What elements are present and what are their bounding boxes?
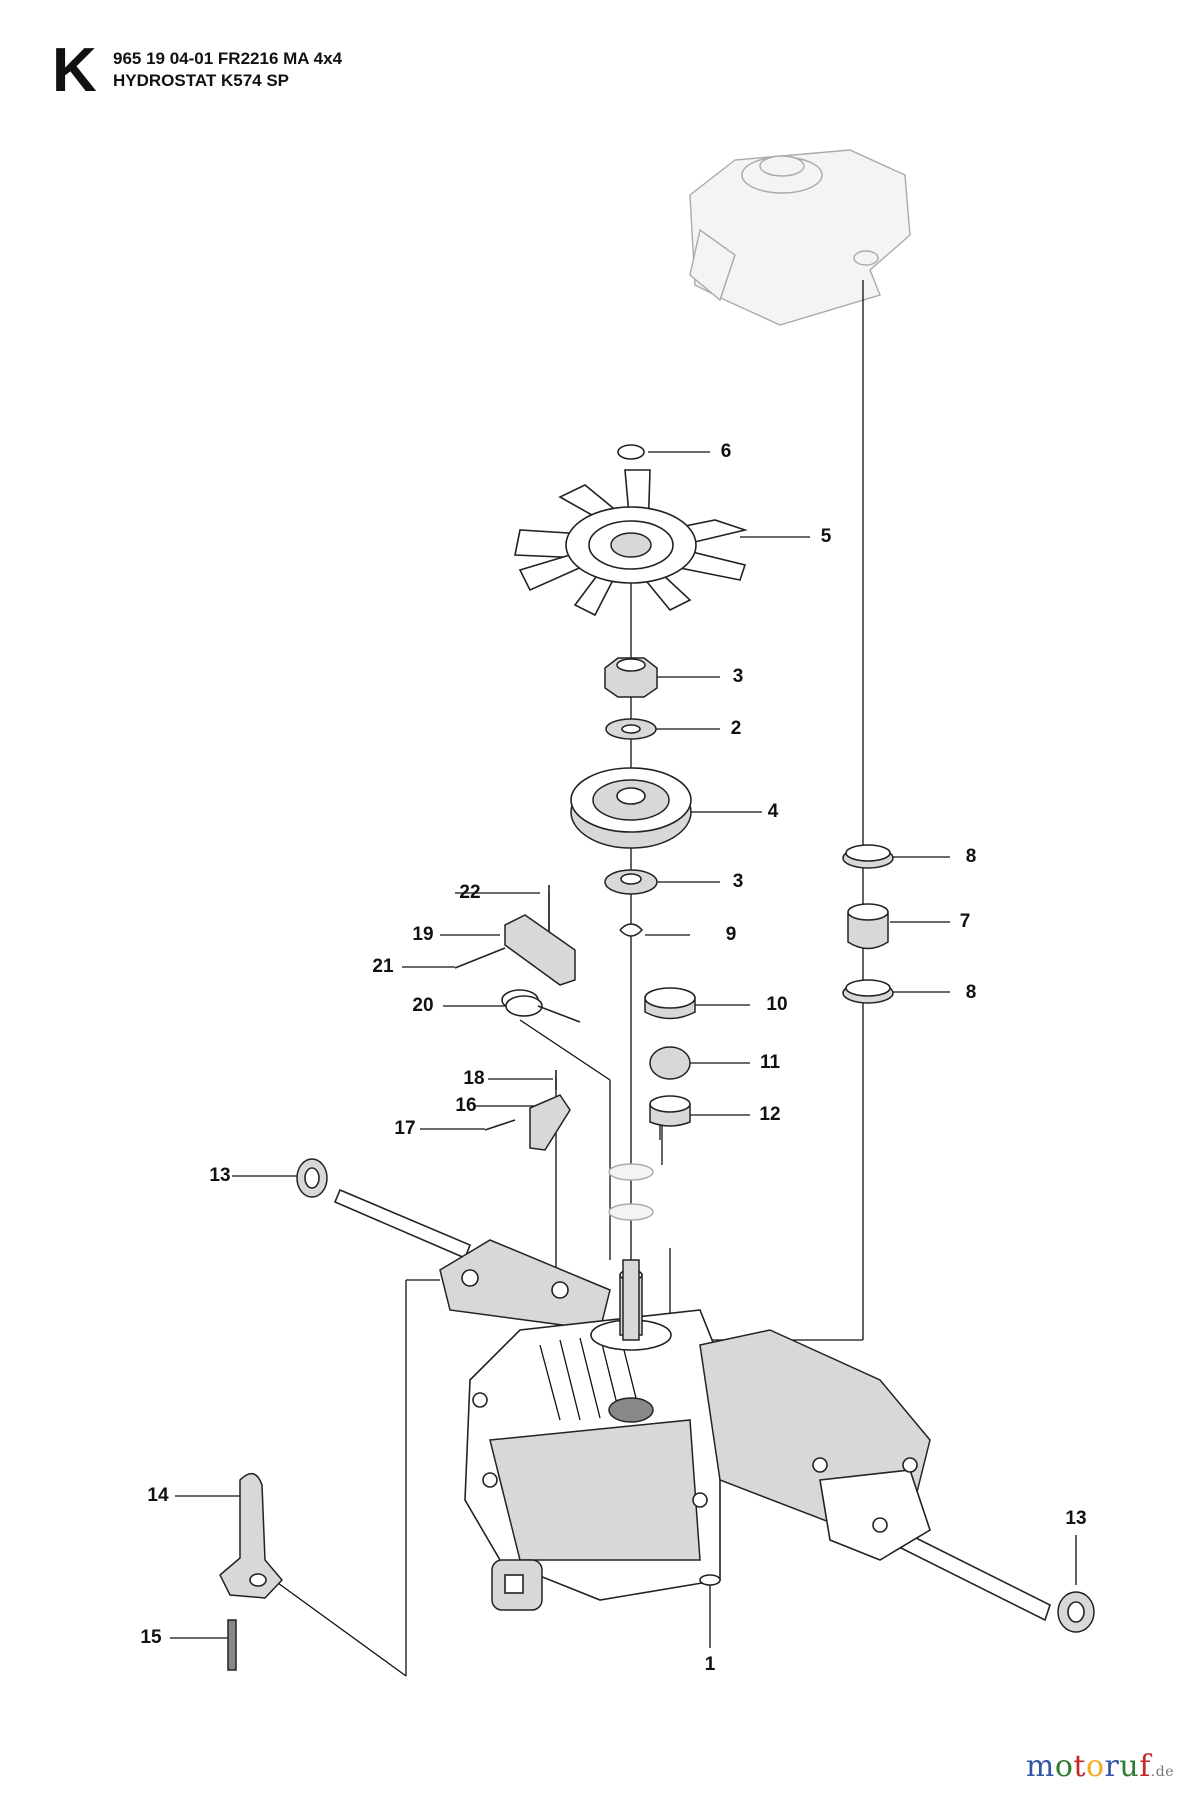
watermark-letter: m	[1025, 1749, 1055, 1784]
cooling-fan-part-5	[514, 469, 748, 617]
callout-5: 5	[820, 526, 832, 547]
bushing-part-8-upper	[842, 844, 894, 869]
callout-13-right: 13	[1065, 1508, 1087, 1529]
engine-housing-ghost	[689, 149, 911, 326]
transaxle-part-1	[333, 1163, 1095, 1633]
shift-lever-part-14	[219, 1472, 284, 1599]
callout-3-upper: 3	[732, 666, 744, 687]
circlip-part-6	[617, 444, 645, 460]
callout-3-lower: 3	[732, 871, 744, 892]
oil-seal-part-13-left	[296, 1158, 328, 1198]
e-clip-part-9	[619, 923, 644, 937]
callout-4: 4	[767, 801, 779, 822]
control-arm-part-19	[504, 914, 576, 986]
callout-18: 18	[463, 1068, 485, 1089]
callout-21: 21	[372, 956, 394, 977]
callout-12: 12	[759, 1104, 781, 1125]
callout-16: 16	[455, 1095, 477, 1116]
watermark-letter: t	[1073, 1749, 1086, 1784]
callout-9: 9	[725, 924, 737, 945]
callout-10: 10	[766, 994, 788, 1015]
watermark-letter: o	[1085, 1749, 1105, 1784]
callout-2: 2	[730, 718, 742, 739]
watermark-letter: u	[1119, 1749, 1140, 1784]
watermark-logo: motoruf.de	[1026, 1749, 1174, 1784]
watermark-letter: f	[1139, 1749, 1151, 1784]
callout-8-lower: 8	[965, 982, 977, 1003]
callout-11: 11	[759, 1052, 781, 1073]
pin-part-21	[454, 947, 506, 969]
callout-13-left: 13	[209, 1165, 231, 1186]
bushing-part-8-lower	[842, 979, 894, 1004]
callout-17: 17	[394, 1118, 416, 1139]
callout-6: 6	[720, 441, 732, 462]
model-number: 965 19 04-01 FR2216 MA 4x4	[113, 49, 343, 68]
diagram-header: 965 19 04-01 FR2216 MA 4x4 HYDROSTAT K57…	[113, 48, 342, 92]
callout-7: 7	[959, 911, 971, 932]
callout-15: 15	[140, 1627, 162, 1648]
callout-14: 14	[147, 1485, 169, 1506]
hub-part-3-lower	[604, 869, 658, 895]
spacer-part-7	[847, 903, 889, 950]
roll-pin-part-15	[227, 1619, 237, 1671]
torsion-spring-part-20	[501, 989, 581, 1023]
callout-22: 22	[459, 882, 481, 903]
watermark-domain: .de	[1150, 1764, 1174, 1780]
watermark-letter: r	[1104, 1749, 1120, 1784]
callout-19: 19	[412, 924, 434, 945]
lever-part-16	[529, 1094, 571, 1151]
hub-nut-part-3	[604, 657, 658, 698]
pulley-part-4	[570, 767, 692, 849]
callout-8-upper: 8	[965, 846, 977, 867]
plug-part-11	[649, 1046, 691, 1080]
callout-20: 20	[412, 995, 434, 1016]
assembly-title: HYDROSTAT K574 SP	[113, 71, 290, 90]
seal-part-12	[649, 1095, 691, 1127]
sheet-letter: K	[52, 36, 97, 105]
pin-part-17	[484, 1119, 516, 1131]
watermark-letter: o	[1054, 1749, 1074, 1784]
callout-1: 1	[704, 1654, 716, 1675]
